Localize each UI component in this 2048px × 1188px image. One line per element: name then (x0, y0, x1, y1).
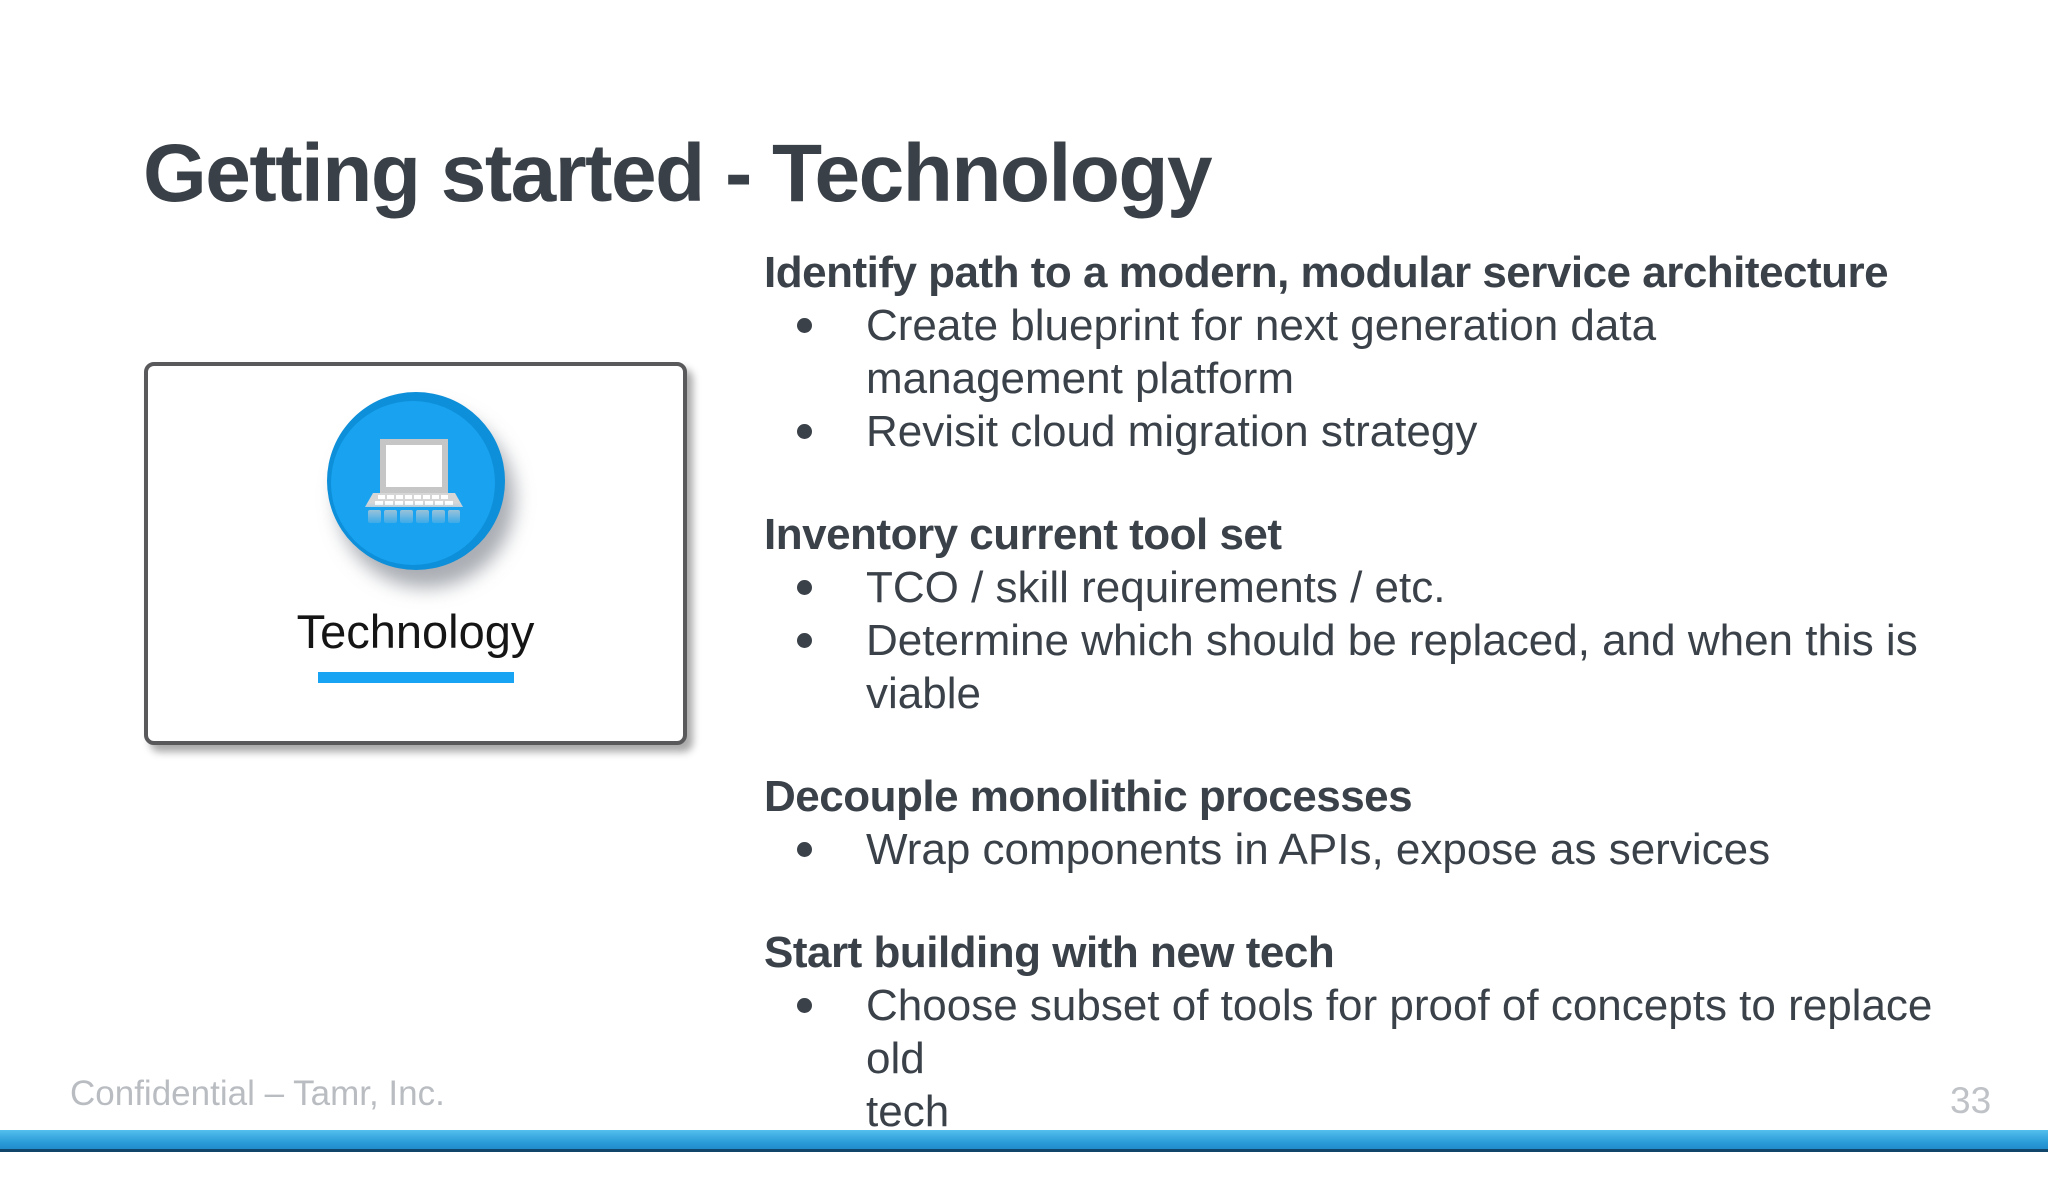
card-accent-underline (317, 672, 514, 683)
bullet-dot-icon (797, 580, 812, 595)
bullet-text-line: Wrap components in APIs, expose as servi… (866, 825, 1771, 874)
bullet-text-line: Choose subset of tools for proof of conc… (866, 981, 1933, 1083)
bullet-text-line: TCO / skill requirements / etc. (866, 563, 1446, 612)
bullet-text-line: viable (866, 669, 981, 718)
bullet-text-line: management platform (866, 354, 1294, 403)
slide-title: Getting started - Technology (143, 127, 1213, 219)
bullet-item: Determine which should be replaced, and … (764, 614, 1984, 720)
bullet-item: Choose subset of tools for proof of conc… (764, 979, 1984, 1138)
section-heading: Start building with new tech (764, 928, 1335, 977)
bullet-item: Create blueprint for next generation dat… (764, 299, 1984, 405)
section-start-building: Start building with new tech Choose subs… (764, 926, 1984, 1138)
bullet-item: Revisit cloud migration strategy (764, 405, 1984, 458)
bottom-accent-bar-edge (0, 1149, 2048, 1152)
bullet-text-line: Revisit cloud migration strategy (866, 407, 1478, 456)
icon-circle (330, 401, 495, 565)
confidential-footer-text: Confidential – Tamr, Inc. (70, 1074, 445, 1113)
content-column: Identify path to a modern, modular servi… (764, 246, 1984, 1188)
bullet-text-line: Create blueprint for next generation dat… (866, 301, 1657, 350)
bullet-text-line: Determine which should be replaced, and … (866, 616, 1918, 665)
section-decouple-processes: Decouple monolithic processes Wrap compo… (764, 770, 1984, 876)
section-heading: Decouple monolithic processes (764, 772, 1413, 821)
section-inventory-tools: Inventory current tool set TCO / skill r… (764, 508, 1984, 720)
bullet-item: Wrap components in APIs, expose as servi… (764, 823, 1984, 876)
page-number: 33 (1950, 1080, 1992, 1121)
bullet-item: TCO / skill requirements / etc. (764, 561, 1984, 614)
technology-icon-badge (326, 392, 505, 570)
bottom-accent-bar (0, 1130, 2048, 1152)
bullet-dot-icon (797, 842, 812, 857)
technology-card: Technology (144, 362, 687, 745)
bullet-dot-icon (797, 424, 812, 439)
laptop-icon (364, 439, 463, 523)
bullet-dot-icon (797, 998, 812, 1013)
section-identify-path: Identify path to a modern, modular servi… (764, 246, 1984, 458)
section-heading: Inventory current tool set (764, 510, 1282, 559)
bullet-dot-icon (797, 318, 812, 333)
bullet-dot-icon (797, 633, 812, 648)
section-heading: Identify path to a modern, modular servi… (764, 248, 1889, 297)
bullet-text-line: tech (866, 1087, 950, 1136)
technology-card-label: Technology (296, 605, 535, 658)
